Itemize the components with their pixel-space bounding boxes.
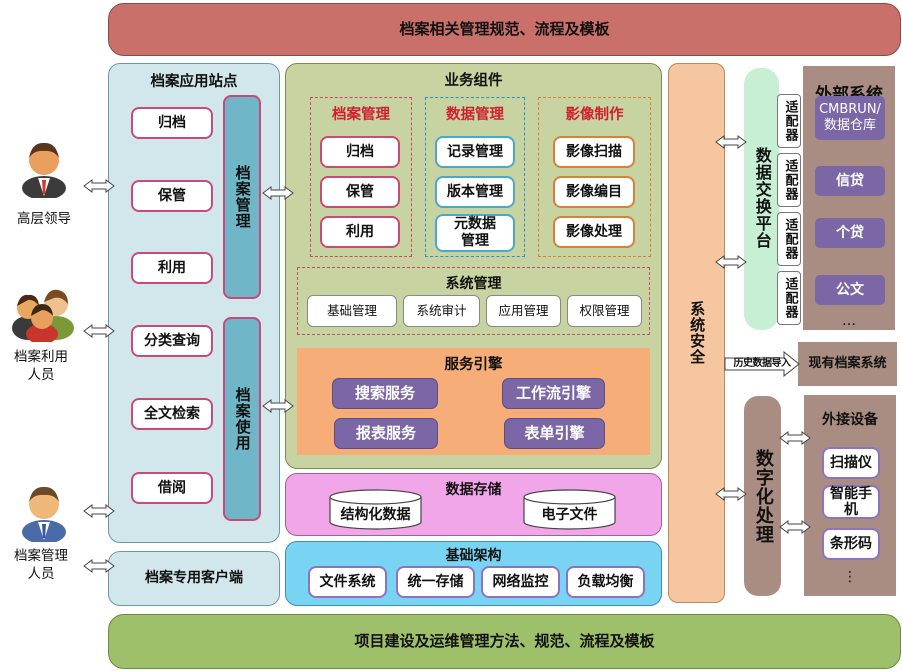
smartphone-label: 智能手机 bbox=[830, 485, 872, 518]
image-process-button[interactable]: 影像处理 bbox=[553, 216, 635, 248]
image-group bbox=[538, 97, 651, 257]
security-column: 系统安全 bbox=[668, 63, 725, 603]
adapter-1[interactable]: 适配器 bbox=[777, 94, 801, 148]
basic-mgmt-button[interactable]: 基础管理 bbox=[307, 295, 397, 327]
database-icon bbox=[523, 489, 616, 530]
image-scan-button[interactable]: 影像扫描 bbox=[553, 136, 635, 168]
digitize-column: 数字化处理 bbox=[744, 396, 781, 596]
network-monitor-button[interactable]: 网络监控 bbox=[481, 566, 560, 598]
image-catalog-button[interactable]: 影像编目 bbox=[553, 176, 635, 208]
smartphone-button[interactable]: 智能手机 bbox=[822, 485, 880, 519]
exchange-label: 数据交换平台 bbox=[752, 147, 772, 249]
engine-title: 服务引擎 bbox=[444, 357, 503, 373]
adapter-2[interactable]: 适配器 bbox=[777, 153, 801, 207]
biz-title: 业务组件 bbox=[444, 73, 503, 89]
external-more: … bbox=[842, 313, 856, 329]
report-service-button[interactable]: 报表服务 bbox=[334, 418, 438, 449]
sys-audit-button[interactable]: 系统审计 bbox=[403, 295, 480, 327]
right-arrow-icon bbox=[724, 350, 800, 378]
file-system-button[interactable]: 文件系统 bbox=[308, 566, 387, 598]
group-icon bbox=[12, 289, 74, 344]
data-mgmt-group bbox=[425, 97, 525, 257]
storage-title: 数据存储 bbox=[445, 482, 502, 498]
biz-archive-button[interactable]: 归档 bbox=[320, 136, 400, 168]
structured-data-label: 结构化数据 bbox=[340, 506, 411, 523]
document-button[interactable]: 公文 bbox=[815, 275, 885, 305]
version-mgmt-button[interactable]: 版本管理 bbox=[435, 176, 515, 208]
data-mgmt-title: 数据管理 bbox=[446, 107, 504, 123]
history-arrow: 历史数据导入 bbox=[724, 350, 800, 378]
e-file-label: 电子文件 bbox=[541, 506, 598, 523]
devices-title: 外接设备 bbox=[822, 412, 878, 428]
adapter-3[interactable]: 适配器 bbox=[777, 212, 801, 266]
station-borrow-button[interactable]: 借阅 bbox=[131, 472, 213, 504]
existing-system-panel: 现有档案系统 bbox=[798, 342, 897, 386]
search-service-button[interactable]: 搜索服务 bbox=[332, 378, 438, 409]
user-group-avatar bbox=[10, 282, 78, 344]
biz-utilize-button[interactable]: 利用 bbox=[320, 216, 400, 248]
database-icon bbox=[329, 489, 422, 530]
station-archive-button[interactable]: 归档 bbox=[131, 107, 213, 139]
adapter-4[interactable]: 适配器 bbox=[777, 271, 801, 325]
exchange-column bbox=[744, 68, 779, 330]
scanner-button[interactable]: 扫描仪 bbox=[822, 447, 880, 479]
history-arrow-label: 历史数据导入 bbox=[733, 358, 792, 370]
bottom-banner-label: 项目建设及运维管理方法、规范、流程及模板 bbox=[354, 631, 655, 650]
person-icon bbox=[22, 486, 66, 544]
infra-title: 基础架构 bbox=[445, 548, 502, 564]
manager-avatar bbox=[18, 480, 70, 544]
barcode-button[interactable]: 条形码 bbox=[822, 528, 880, 560]
station-utilize-button[interactable]: 利用 bbox=[131, 252, 213, 284]
workflow-engine-button[interactable]: 工作流引擎 bbox=[502, 378, 605, 409]
manager-label: 档案管理人员 bbox=[14, 548, 68, 582]
person-icon bbox=[22, 142, 66, 200]
sys-mgmt-title: 系统管理 bbox=[445, 276, 502, 292]
top-banner: 档案相关管理规范、流程及模板 bbox=[108, 3, 901, 56]
station-mgmt-bar: 档案管理 bbox=[223, 95, 261, 299]
cmbrun-button[interactable]: CMBRUN/数据仓库 bbox=[815, 96, 885, 140]
metadata-mgmt-label: 元数据管理 bbox=[454, 216, 496, 249]
metadata-mgmt-button[interactable]: 元数据管理 bbox=[435, 214, 515, 252]
e-file-cylinder: 电子文件 bbox=[523, 488, 616, 530]
unified-storage-button[interactable]: 统一存储 bbox=[396, 566, 475, 598]
leader-label: 高层领导 bbox=[17, 211, 71, 227]
station-title: 档案应用站点 bbox=[150, 74, 238, 90]
client-panel: 档案专用客户端 bbox=[108, 551, 280, 606]
devices-more: ⋮ bbox=[843, 569, 857, 585]
station-fulltext-search-button[interactable]: 全文检索 bbox=[131, 398, 213, 430]
top-banner-label: 档案相关管理规范、流程及模板 bbox=[399, 19, 610, 38]
archive-mgmt-title: 档案管理 bbox=[332, 107, 390, 123]
structured-data-cylinder: 结构化数据 bbox=[329, 488, 422, 530]
form-engine-button[interactable]: 表单引擎 bbox=[504, 418, 605, 449]
perm-mgmt-button[interactable]: 权限管理 bbox=[567, 295, 642, 327]
station-use-bar: 档案使用 bbox=[223, 317, 261, 521]
app-mgmt-button[interactable]: 应用管理 bbox=[486, 295, 561, 327]
biz-storage-button[interactable]: 保管 bbox=[320, 176, 400, 208]
sys-mgmt-group bbox=[297, 267, 650, 335]
load-balance-button[interactable]: 负载均衡 bbox=[566, 566, 645, 598]
user-label: 档案利用人员 bbox=[14, 349, 68, 383]
credit-button[interactable]: 信贷 bbox=[815, 166, 885, 196]
personal-credit-button[interactable]: 个贷 bbox=[815, 218, 885, 248]
archive-mgmt-group bbox=[310, 97, 412, 257]
station-category-query-button[interactable]: 分类查询 bbox=[131, 325, 213, 357]
bottom-banner: 项目建设及运维管理方法、规范、流程及模板 bbox=[108, 614, 901, 669]
leader-avatar bbox=[18, 138, 70, 200]
record-mgmt-button[interactable]: 记录管理 bbox=[435, 136, 515, 168]
station-storage-button[interactable]: 保管 bbox=[131, 180, 213, 212]
image-group-title: 影像制作 bbox=[565, 107, 624, 123]
